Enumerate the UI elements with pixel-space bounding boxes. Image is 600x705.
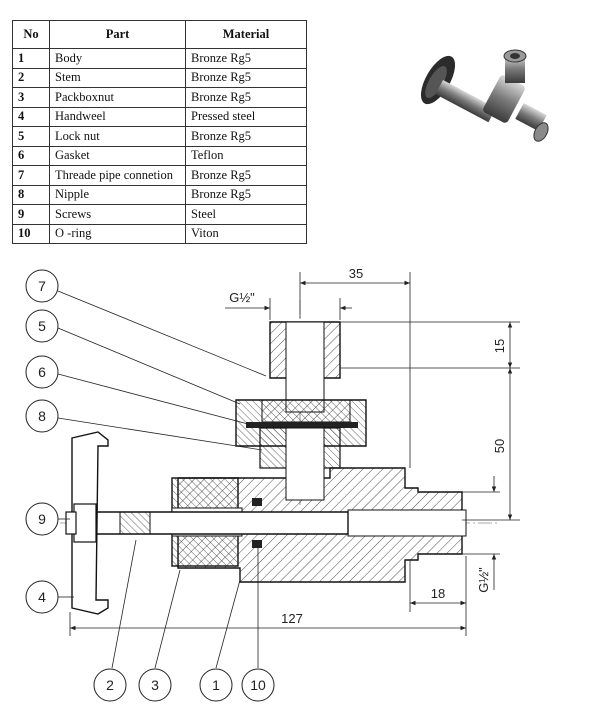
balloon-9-label: 9 bbox=[38, 511, 46, 527]
balloon-9: 9 bbox=[25, 502, 59, 536]
balloon-10-label: 10 bbox=[250, 677, 266, 693]
row-material: Bronze Rg5 bbox=[185, 126, 307, 147]
header-part: Part bbox=[49, 20, 186, 49]
stem bbox=[89, 498, 349, 548]
dim-top-width: 35 bbox=[349, 266, 363, 281]
row-part: O -ring bbox=[49, 223, 186, 244]
balloon-6-label: 6 bbox=[38, 364, 46, 380]
balloon-3: 3 bbox=[138, 668, 172, 702]
dim-overall-length: 127 bbox=[281, 611, 303, 626]
balloon-5-label: 5 bbox=[38, 318, 46, 334]
balloon-7: 7 bbox=[25, 269, 59, 303]
balloon-2-label: 2 bbox=[106, 677, 114, 693]
balloon-2: 2 bbox=[93, 668, 127, 702]
leader-lines bbox=[57, 290, 267, 669]
dimension-lines bbox=[69, 272, 520, 636]
dim-side-length: 18 bbox=[431, 586, 445, 601]
balloon-10: 10 bbox=[241, 668, 275, 702]
balloon-8-label: 8 bbox=[38, 408, 46, 424]
balloon-1-label: 1 bbox=[212, 677, 220, 693]
header-no: No bbox=[12, 20, 50, 49]
handwheel bbox=[65, 431, 109, 615]
dim-height-top: 15 bbox=[492, 339, 507, 353]
balloon-7-label: 7 bbox=[38, 278, 46, 294]
balloon-4: 4 bbox=[25, 580, 59, 614]
nipple bbox=[259, 427, 341, 501]
dim-height-mid: 50 bbox=[492, 439, 507, 453]
balloon-8: 8 bbox=[25, 399, 59, 433]
balloon-6: 6 bbox=[25, 355, 59, 389]
header-material: Material bbox=[185, 20, 307, 49]
parts-list-header-row: No Part Material bbox=[12, 20, 307, 49]
balloon-3-label: 3 bbox=[151, 677, 159, 693]
row-part: Gasket bbox=[49, 145, 186, 166]
balloon-1: 1 bbox=[199, 668, 233, 702]
gasket bbox=[246, 422, 358, 428]
row-material: Bronze Rg5 bbox=[185, 184, 307, 205]
balloon-5: 5 bbox=[25, 309, 59, 343]
dim-side-thread: G½" bbox=[476, 567, 491, 593]
valve-3d-illustration bbox=[420, 49, 549, 142]
balloon-4-label: 4 bbox=[38, 589, 46, 605]
row-material: Viton bbox=[185, 223, 307, 244]
top-pipe-connection bbox=[269, 321, 341, 413]
dim-top-thread: G½" bbox=[229, 290, 255, 305]
